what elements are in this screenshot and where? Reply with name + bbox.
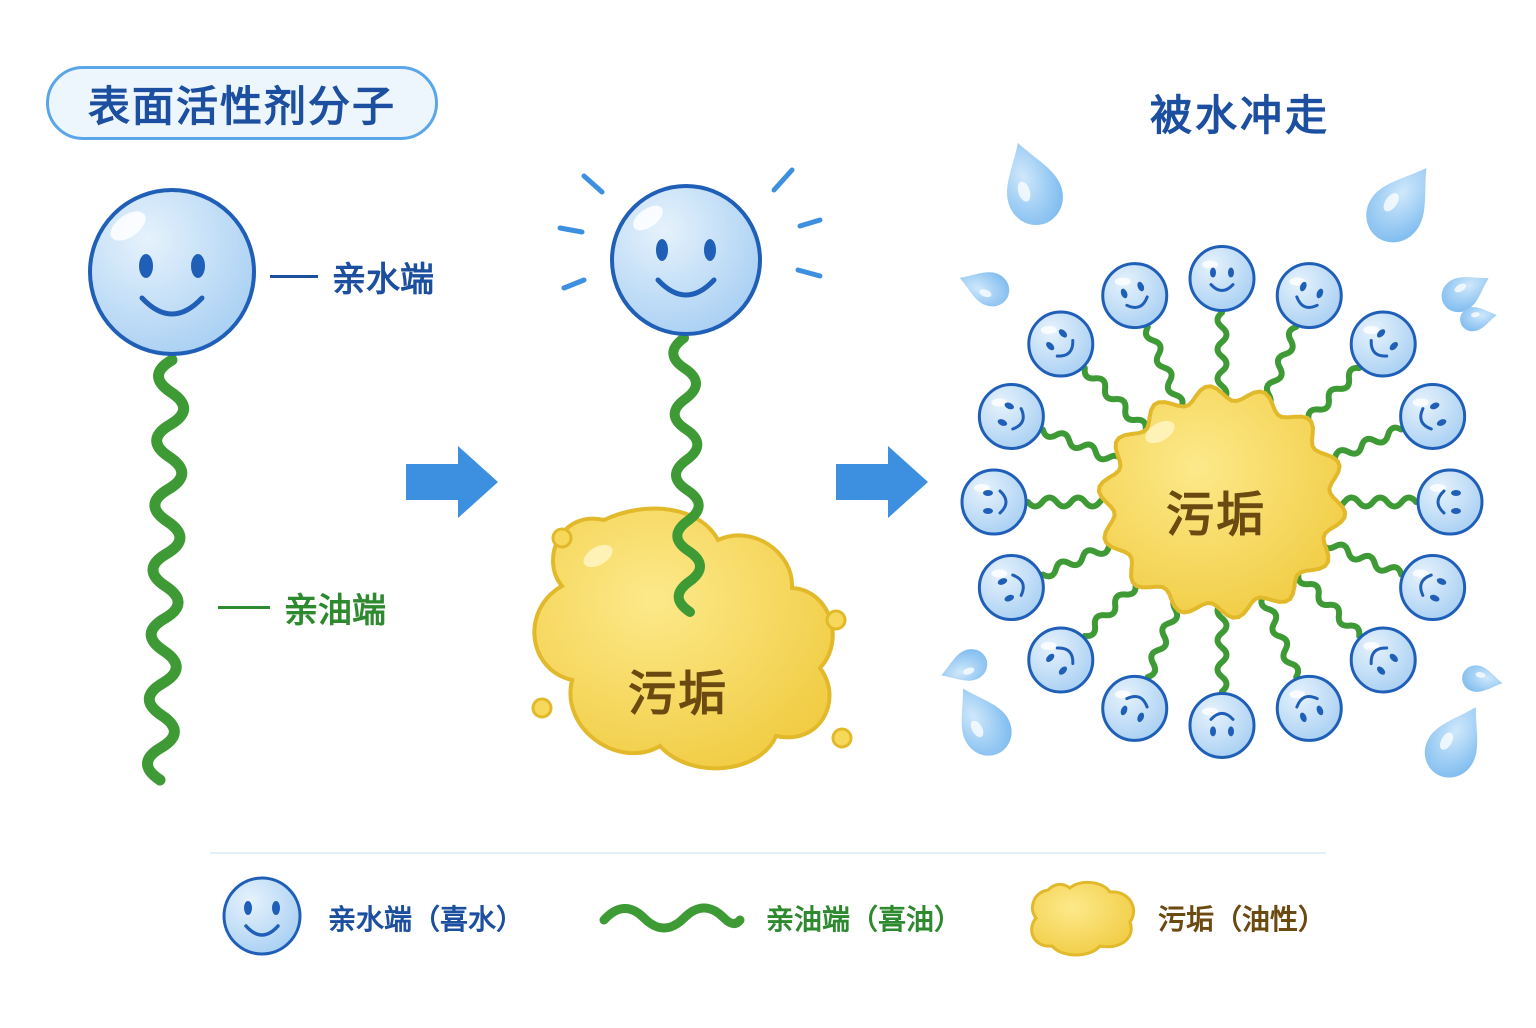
legend-divider (210, 852, 1326, 854)
water-drop-icon (1441, 277, 1489, 313)
water-drop-icon (1462, 665, 1503, 692)
hydrophobic-tail (142, 354, 190, 786)
water-drop-icon (1007, 142, 1063, 225)
hydrophilic-head (1101, 262, 1169, 330)
legend-tail-icon (599, 903, 745, 933)
hydrophilic-head (1399, 554, 1467, 622)
smiley-face-icon (1419, 402, 1447, 431)
hydrophilic-head (1275, 674, 1343, 742)
panel1-molecule (88, 188, 256, 786)
smiley-face-icon (1120, 695, 1149, 723)
right-arrow-icon (836, 446, 928, 518)
smiley-face-icon (1209, 711, 1235, 737)
water-drops (941, 142, 1503, 778)
hydrophobic-tail (1258, 592, 1302, 680)
smiley-face-icon (1295, 281, 1324, 309)
hydrophilic-head (1416, 468, 1484, 536)
hydrophobic-tail (1318, 537, 1405, 578)
hydrophilic-head (977, 554, 1045, 622)
hydrophilic-head (1027, 626, 1095, 694)
smiley-face-icon (997, 573, 1025, 602)
legend-head-label: 亲水端（喜水） (328, 903, 525, 936)
smiley-face-icon (1295, 695, 1324, 723)
hydrophilic-head (1027, 310, 1095, 378)
hydrophobic-tail (1214, 309, 1230, 404)
right-arrow-icon (406, 446, 498, 518)
hydrophobic-tail (1025, 494, 1117, 510)
hydrophobic-tail (1327, 494, 1419, 510)
panel2-group (531, 167, 853, 771)
water-drop-icon (1460, 307, 1497, 332)
water-drop-icon (959, 272, 1010, 307)
smiley-face-icon (1369, 646, 1398, 675)
micelle-heads (960, 245, 1484, 759)
hydrophobic-tail (668, 333, 705, 617)
callout-line (270, 275, 318, 278)
tail-label: 亲油端 (284, 591, 386, 631)
smiley-face-icon (139, 254, 205, 317)
water-drop-icon (1424, 707, 1478, 778)
dirt-label: 污垢 (628, 666, 729, 722)
head-callout: 亲水端 (270, 252, 434, 301)
hydrophilic-head (1188, 245, 1256, 313)
hydrophilic-head (88, 188, 256, 356)
water-drop-icon (941, 649, 988, 681)
smiley-face-icon (1120, 281, 1149, 309)
smiley-face-icon (1436, 489, 1461, 515)
dirt-blob (1096, 384, 1348, 620)
smiley-face-icon (1369, 329, 1398, 358)
diagram-title: 表面活性剂分子 (87, 81, 396, 131)
hydrophobic-tail (1039, 426, 1126, 467)
hydrophilic-head (1275, 262, 1343, 330)
smiley-face-icon (997, 402, 1025, 431)
title-badge: 表面活性剂分子 (46, 66, 438, 140)
smiley-face-icon (1046, 329, 1075, 358)
panel3-title: 被水冲走 (1150, 91, 1331, 140)
dirt-label: 污垢 (1166, 487, 1267, 543)
hydrophobic-tail (1214, 600, 1230, 695)
hydrophilic-head (610, 184, 762, 336)
hydrophobic-tail (1142, 324, 1186, 412)
smiley-face-icon (1209, 267, 1235, 293)
smiley-face-icon (1046, 646, 1075, 675)
legend-head-icon (222, 876, 302, 956)
legend-dirt-icon (1030, 881, 1136, 957)
legend-tail-label: 亲油端（喜油） (766, 903, 963, 936)
legend-dirt-label: 污垢（油性） (1158, 903, 1327, 936)
smiley-face-icon (655, 239, 717, 298)
callout-line (218, 606, 270, 609)
hydrophilic-head (960, 468, 1028, 536)
smiley-face-icon (983, 489, 1008, 515)
smiley-face-icon (1419, 573, 1447, 602)
hydrophilic-head (1101, 674, 1169, 742)
head-label: 亲水端 (332, 260, 434, 300)
hydrophilic-head (977, 382, 1045, 450)
panel3-group (941, 142, 1503, 778)
oil-droplets (531, 527, 853, 749)
sparkle-lines (557, 167, 823, 291)
hydrophilic-head (1349, 310, 1417, 378)
hydrophobic-tail (1081, 365, 1149, 434)
hydrophilic-head (1399, 382, 1467, 450)
hydrophilic-head (1349, 626, 1417, 694)
water-drop-icon (1366, 167, 1427, 243)
tail-callout: 亲油端 (218, 583, 386, 632)
hydrophobic-tail (1295, 570, 1363, 639)
dirt-blob (532, 506, 835, 771)
hydrophilic-head (1188, 691, 1256, 759)
water-drop-icon (961, 688, 1012, 756)
